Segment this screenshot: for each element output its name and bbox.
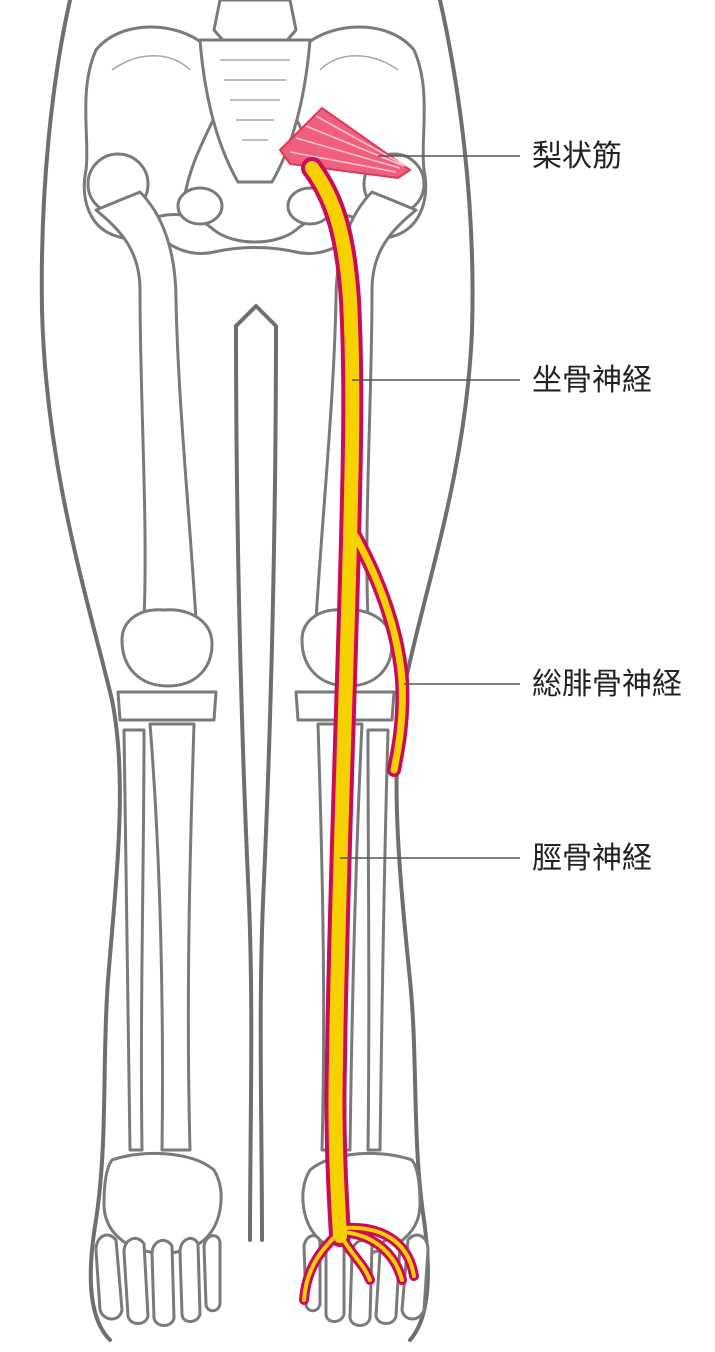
body-outline: [39, 0, 475, 1342]
label-piriformis: 梨状筋: [532, 139, 622, 174]
sciatic-nerve: [299, 157, 419, 1305]
label-common-peroneal-nerve: 総腓骨神経: [532, 667, 682, 702]
left-femur: [86, 152, 214, 688]
label-tibial-nerve: 脛骨神経: [532, 841, 652, 876]
left-foot: [94, 1152, 223, 1327]
label-sciatic-nerve: 坐骨神経: [532, 363, 652, 398]
left-lower-leg-bones: [122, 722, 196, 1152]
